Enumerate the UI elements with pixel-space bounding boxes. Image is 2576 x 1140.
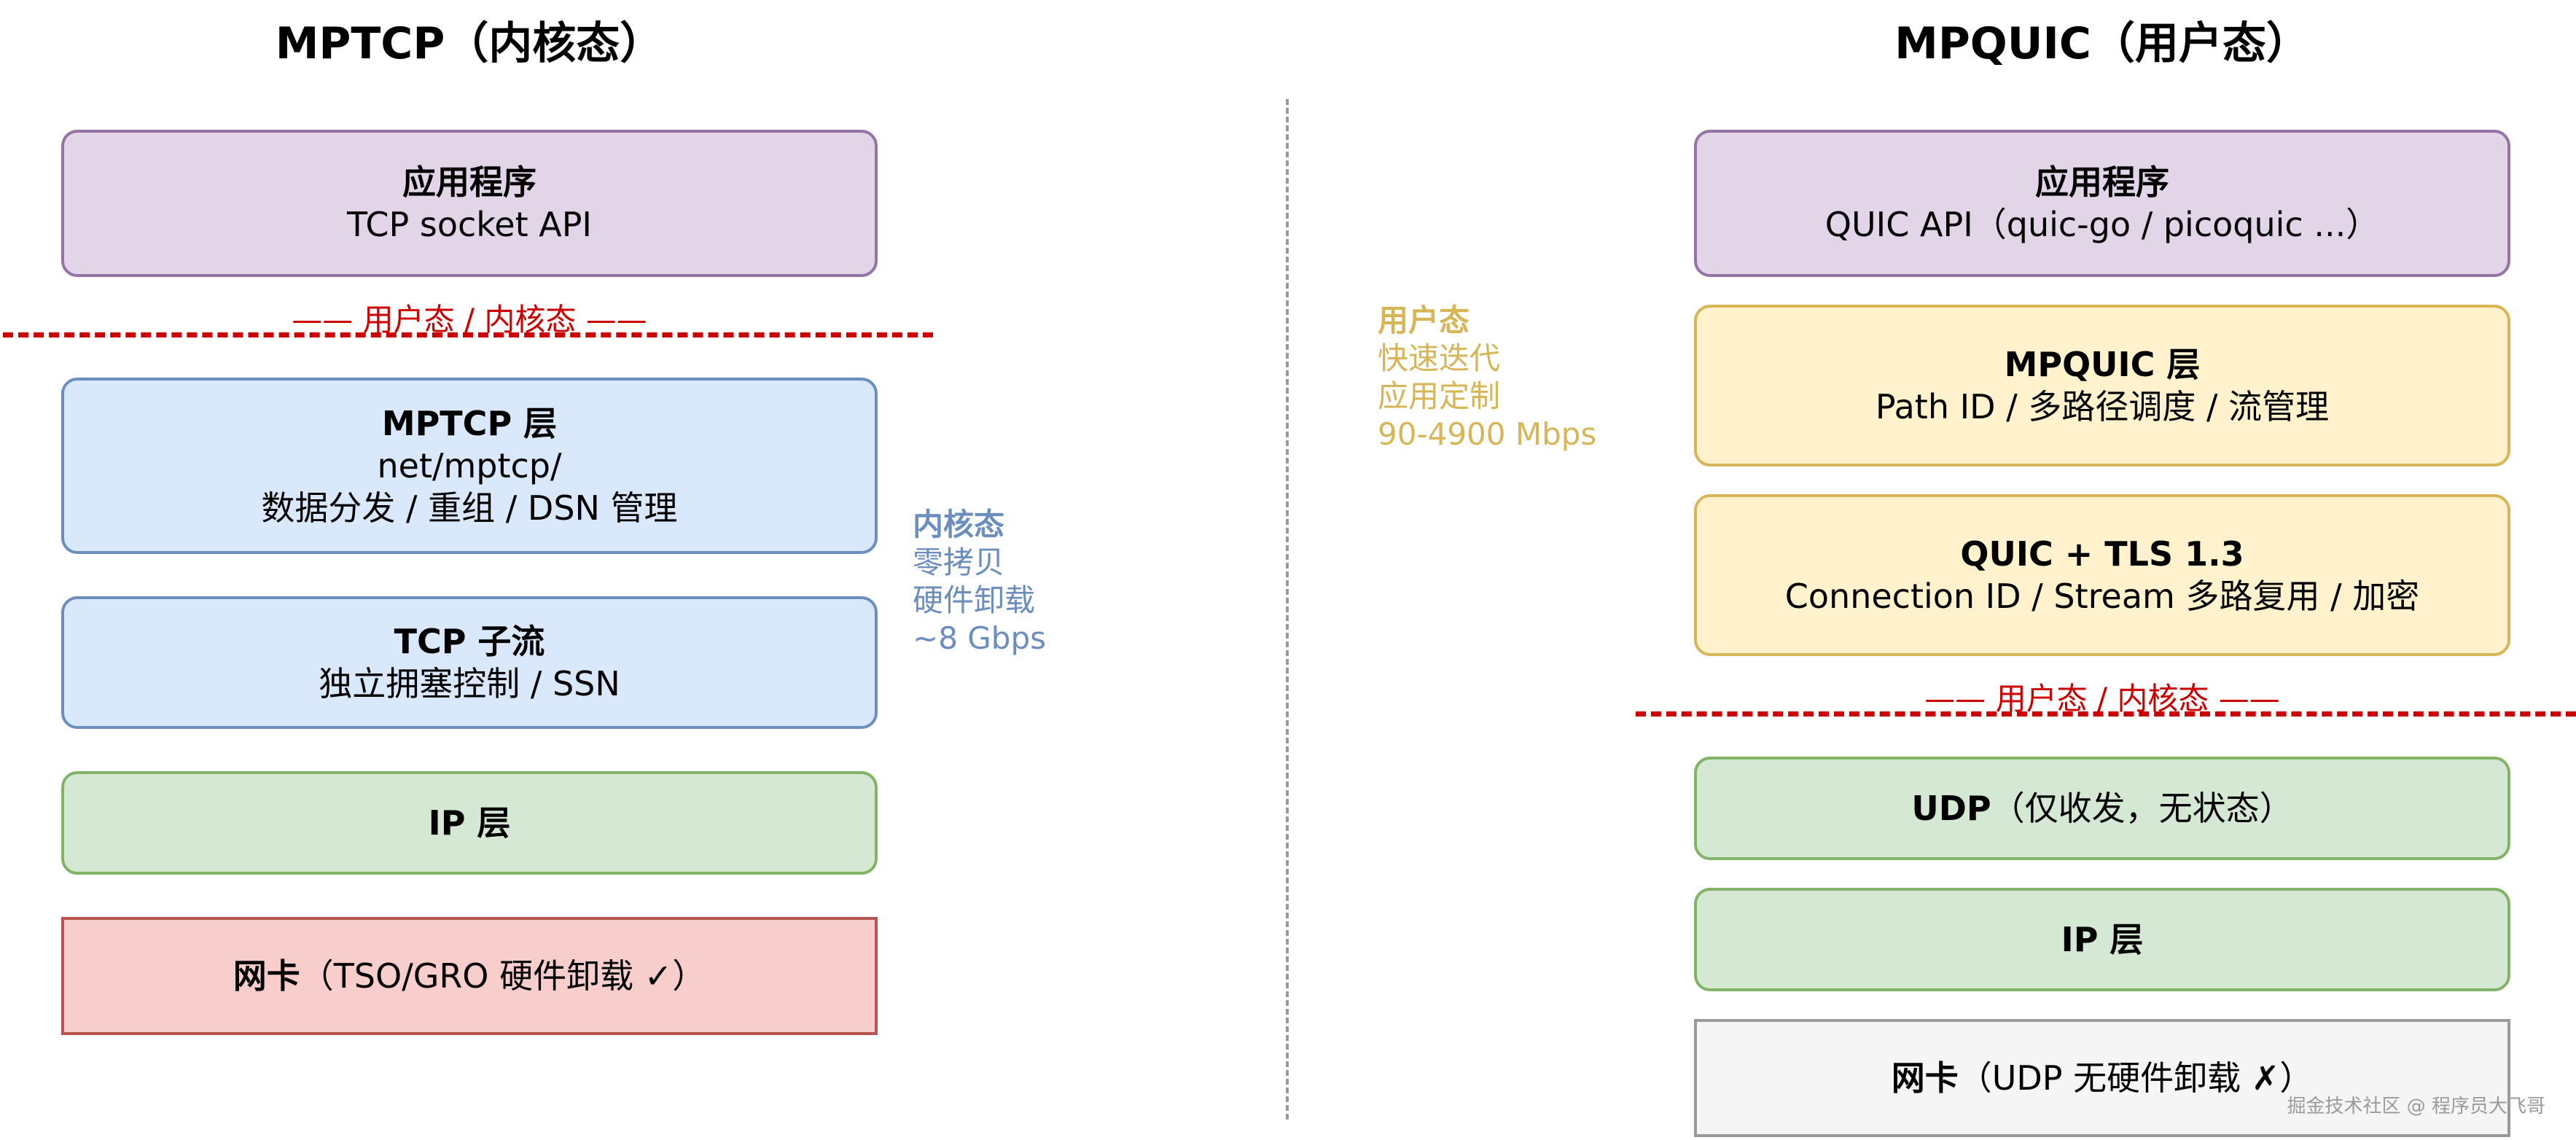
mpquic-user-kernel-divider [1636, 711, 2576, 717]
mpquic-divider-label: —— 用户态 / 内核态 —— [1924, 681, 2280, 717]
user-note-line: 应用定制 [1378, 378, 1501, 414]
quic-tls-name: QUIC + TLS 1.3 [1960, 534, 2244, 574]
mptcp-divider-label: —— 用户态 / 内核态 —— [292, 302, 647, 337]
mptcp-app-layer: 应用程序 TCP socket API [61, 130, 878, 277]
mpquic-layer-desc: Path ID / 多路径调度 / 流管理 [1875, 387, 2330, 426]
mptcp-layer-desc: 数据分发 / 重组 / DSN 管理 [261, 488, 678, 528]
mpquic-title: MPQUIC（用户态） [1894, 18, 2310, 69]
mpquic-app-name: 应用程序 [2035, 163, 2169, 202]
mpquic-app-sub: QUIC API（quic-go / picoquic ...） [1824, 205, 2380, 244]
user-note-line: 快速迭代 [1378, 340, 1501, 376]
mptcp-ip-layer: IP 层 [61, 771, 878, 875]
mptcp-app-sub: TCP socket API [346, 205, 592, 244]
mptcp-layer: MPTCP 层 net/mptcp/ 数据分发 / 重组 / DSN 管理 [61, 378, 878, 554]
mptcp-app-name: 应用程序 [402, 163, 536, 202]
udp-layer: UDP （仅收发，无状态） [1694, 757, 2510, 860]
kernel-note-heading: 内核态 [913, 507, 1005, 542]
mptcp-nic-desc: （TSO/GRO 硬件卸载 ✓） [300, 956, 706, 996]
mpquic-layer-name: MPQUIC 层 [2004, 345, 2201, 384]
tcp-subflow-name: TCP 子流 [394, 622, 545, 661]
kernel-note-line: 硬件卸载 [913, 582, 1036, 618]
quic-tls-layer: QUIC + TLS 1.3 Connection ID / Stream 多路… [1694, 494, 2510, 656]
tcp-subflow-desc: 独立拥塞控制 / SSN [319, 664, 620, 703]
mpquic-nic-layer: 网卡 （UDP 无硬件卸载 ✗） [1694, 1019, 2510, 1137]
user-note: 用户态 快速迭代 应用定制 90-4900 Mbps [1378, 302, 1596, 453]
watermark: 掘金技术社区 @ 程序员大飞哥 [2287, 1096, 2545, 1117]
mptcp-title: MPTCP（内核态） [275, 18, 664, 69]
mptcp-nic-name: 网卡 [233, 956, 300, 996]
user-note-heading: 用户态 [1378, 302, 1470, 338]
mpquic-nic-desc: （UDP 无硬件卸载 ✗） [1958, 1058, 2314, 1098]
mptcp-user-kernel-divider [3, 332, 933, 337]
tcp-subflow-layer: TCP 子流 独立拥塞控制 / SSN [61, 596, 878, 729]
mptcp-ip-name: IP 层 [428, 803, 511, 843]
user-note-line: 90-4900 Mbps [1378, 416, 1597, 452]
mpquic-nic-name: 网卡 [1891, 1058, 1959, 1098]
mpquic-layer: MPQUIC 层 Path ID / 多路径调度 / 流管理 [1694, 305, 2510, 466]
mptcp-layer-path: net/mptcp/ [377, 446, 562, 485]
udp-desc: （仅收发，无状态） [1991, 789, 2293, 828]
mpquic-ip-layer: IP 层 [1694, 888, 2510, 991]
mpquic-app-layer: 应用程序 QUIC API（quic-go / picoquic ...） [1694, 130, 2510, 277]
kernel-note-line: 零拷贝 [913, 544, 1005, 580]
mptcp-layer-name: MPTCP 层 [381, 404, 558, 443]
udp-name: UDP [1911, 789, 1991, 828]
kernel-note-line: ~8 Gbps [913, 620, 1047, 656]
kernel-note: 内核态 零拷贝 硬件卸载 ~8 Gbps [913, 506, 1046, 657]
mptcp-nic-layer: 网卡 （TSO/GRO 硬件卸载 ✓） [61, 917, 878, 1035]
quic-tls-desc: Connection ID / Stream 多路复用 / 加密 [1784, 577, 2420, 616]
center-separator [1286, 99, 1289, 1120]
mpquic-ip-name: IP 层 [2061, 920, 2144, 959]
